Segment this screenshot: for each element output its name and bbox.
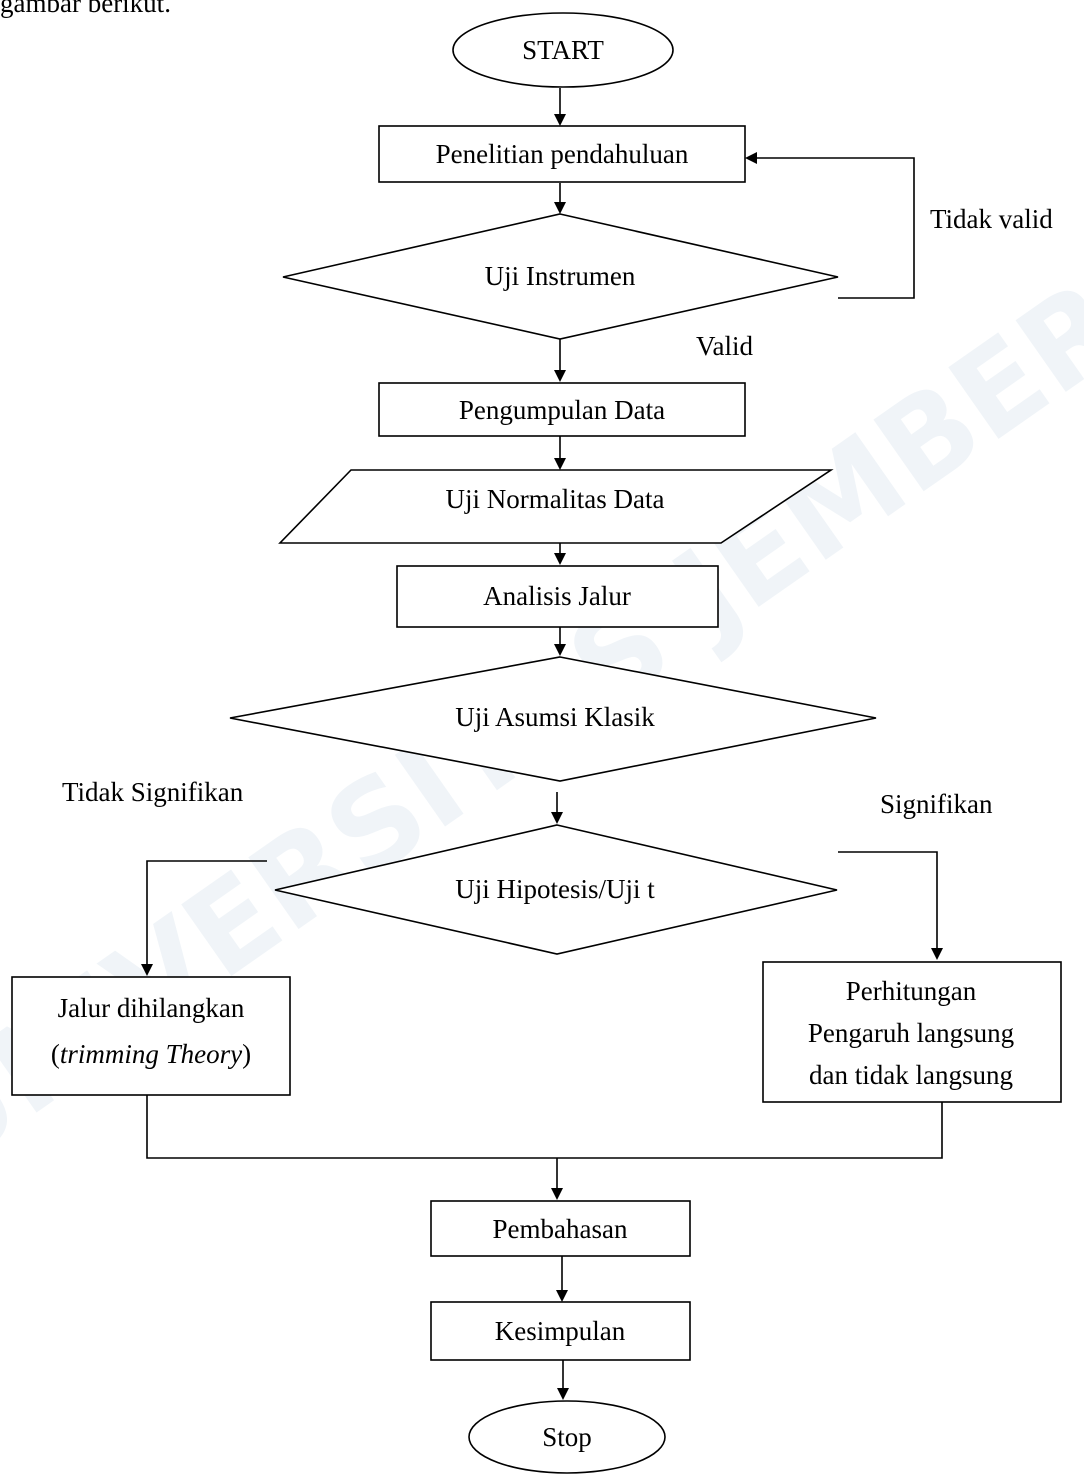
hipotesis-decision <box>274 824 838 955</box>
pengumpulan-box <box>378 382 746 437</box>
jalur-label-line1: Jalur dihilangkan <box>58 993 245 1023</box>
tidak-signifikan-label: Tidak Signifikan <box>62 777 244 807</box>
analisis-box <box>396 565 719 628</box>
top-caption: gambar berikut. <box>0 0 171 18</box>
jalur-box <box>11 976 291 1096</box>
perhitungan-label-line3: dan tidak langsung <box>809 1060 1013 1090</box>
pembahasan-box <box>430 1200 691 1257</box>
perhitungan-label-line1: Perhitungan <box>846 976 977 1006</box>
kesimpulan-box <box>430 1301 691 1361</box>
normalitas-label: Uji Normalitas Data <box>446 484 665 514</box>
start-label: START <box>522 35 604 65</box>
branch-tidak-signifikan <box>141 860 267 976</box>
penelitian-label: Penelitian pendahuluan <box>436 139 689 169</box>
start-terminal <box>452 12 674 88</box>
asumsi-label: Uji Asumsi Klasik <box>455 702 655 732</box>
stop-label: Stop <box>542 1422 592 1452</box>
perhitungan-label-line2: Pengaruh langsung <box>808 1018 1014 1048</box>
valid-label: Valid <box>696 331 753 361</box>
kesimpulan-label: Kesimpulan <box>495 1316 626 1346</box>
signifikan-label: Signifikan <box>880 789 993 819</box>
uji-instrumen-label: Uji Instrumen <box>485 261 636 291</box>
branch-signifikan <box>838 851 943 960</box>
loop-tidak-valid <box>745 152 915 299</box>
pembahasan-label: Pembahasan <box>493 1214 628 1244</box>
normalitas-io <box>278 469 834 544</box>
perhitungan-box <box>762 961 1062 1103</box>
asumsi-decision <box>229 656 877 782</box>
analisis-label: Analisis Jalur <box>483 581 631 611</box>
tidak-valid-label: Tidak valid <box>930 204 1053 234</box>
stop-terminal <box>468 1400 666 1474</box>
pengumpulan-label: Pengumpulan Data <box>459 395 665 425</box>
merge-line <box>146 1095 943 1159</box>
jalur-label-line2: (trimming Theory) <box>51 1039 251 1069</box>
penelitian-box <box>378 125 746 183</box>
hipotesis-label: Uji Hipotesis/Uji t <box>455 874 655 904</box>
